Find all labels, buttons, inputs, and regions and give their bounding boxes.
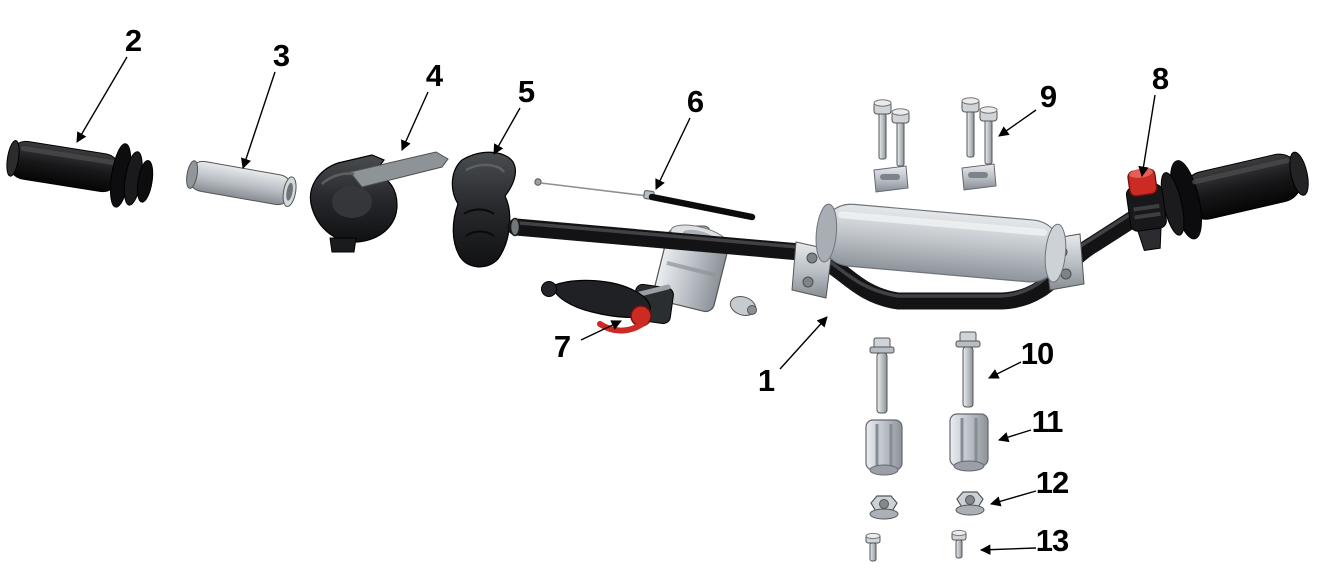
part-label-3: 3	[272, 38, 290, 73]
kill-switch-graphic	[1125, 168, 1167, 251]
part-label-2: 2	[124, 23, 142, 58]
lower-clamps-graphic	[865, 413, 989, 476]
part-label-13: 13	[1035, 523, 1069, 558]
upper-clamps-graphic	[873, 163, 997, 193]
part-label-7: 7	[553, 329, 571, 364]
throttle-housing-upper-graphic	[309, 151, 449, 253]
studs-graphic	[865, 529, 967, 562]
part-label-9: 9	[1039, 79, 1057, 114]
part-label-5: 5	[517, 74, 535, 109]
part-label-1: 1	[757, 363, 775, 398]
throttle-tube-graphic	[186, 160, 297, 208]
handlebar-pad	[815, 203, 1067, 283]
right-grip-graphic	[1160, 151, 1309, 240]
throttle-housing-lower-graphic	[451, 151, 517, 268]
upper-bolts-graphic	[873, 97, 998, 167]
leader-lines	[76, 56, 1156, 555]
lower-bolts-graphic	[869, 331, 981, 414]
handlebar-graphic	[507, 151, 1309, 310]
left-grip-graphic	[6, 140, 154, 208]
part-label-6: 6	[686, 84, 704, 119]
flange-nuts-graphic	[869, 491, 985, 520]
part-label-8: 8	[1151, 61, 1169, 96]
part-label-11: 11	[1031, 404, 1064, 439]
throttle-cable-graphic	[534, 178, 756, 221]
part-label-4: 4	[425, 58, 443, 93]
part-label-10: 10	[1020, 336, 1054, 371]
part-label-12: 12	[1035, 465, 1069, 500]
